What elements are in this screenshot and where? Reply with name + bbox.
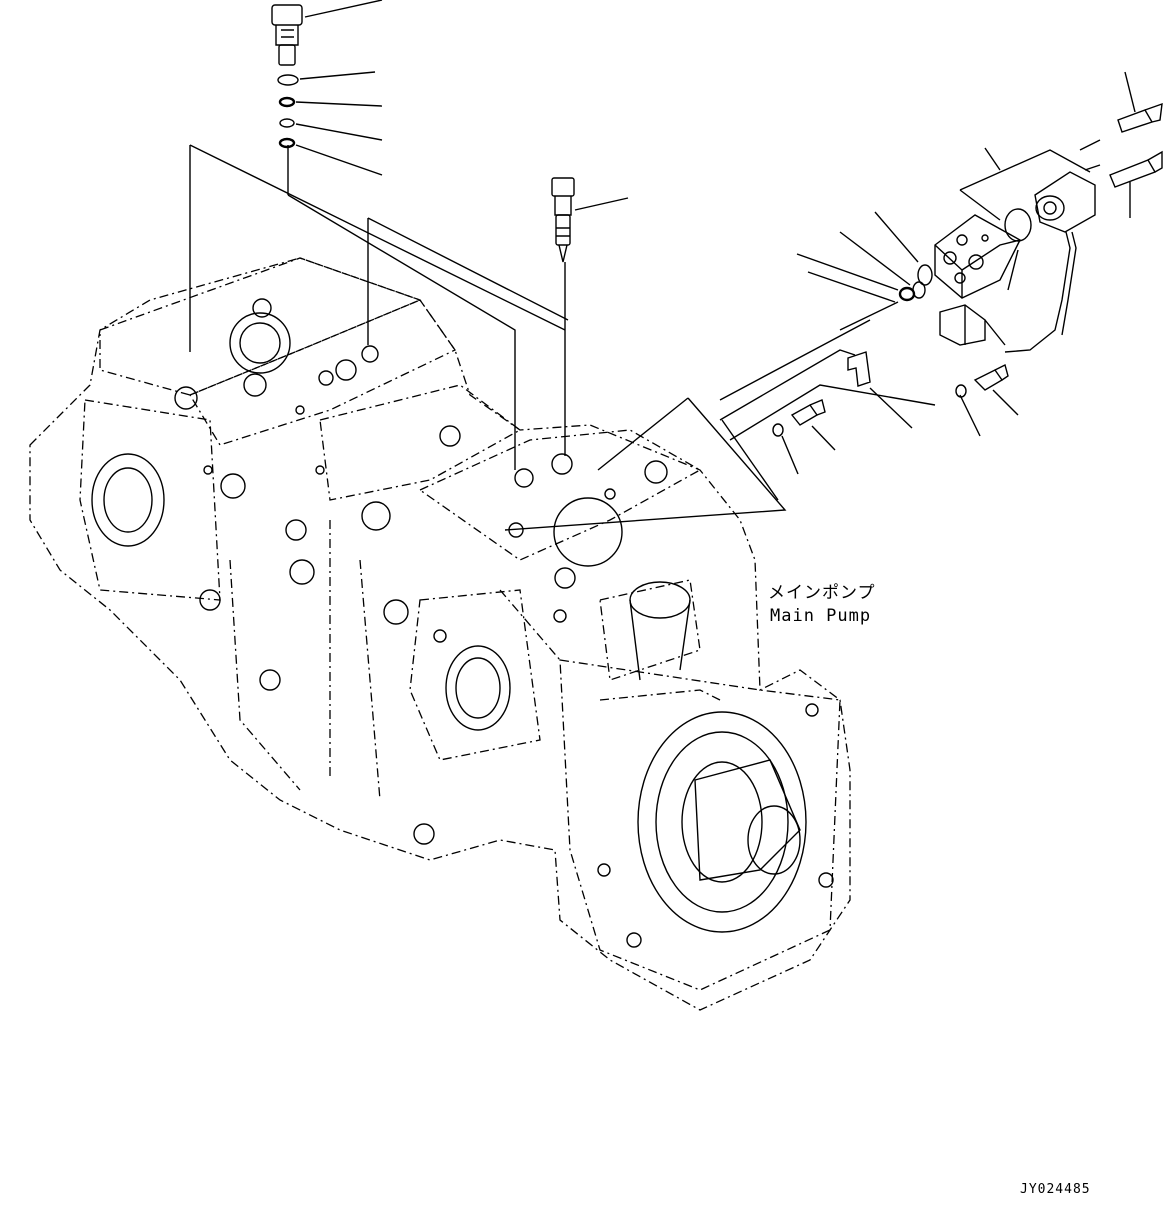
leader-lines bbox=[189, 139, 1101, 531]
cartridge-valve bbox=[551, 177, 575, 263]
pump-ports bbox=[91, 298, 834, 948]
main-pump-body bbox=[29, 257, 851, 1011]
part-label-japanese: メインポンプ bbox=[768, 583, 876, 603]
solenoid-valve-block bbox=[898, 102, 1163, 353]
relief-valve-top bbox=[271, 4, 303, 149]
part-label-english: Main Pump bbox=[770, 606, 872, 626]
callout-leaders bbox=[295, 0, 1136, 475]
bolts-and-washers bbox=[772, 351, 1009, 437]
drawing-id: JY024485 bbox=[1020, 1182, 1091, 1197]
